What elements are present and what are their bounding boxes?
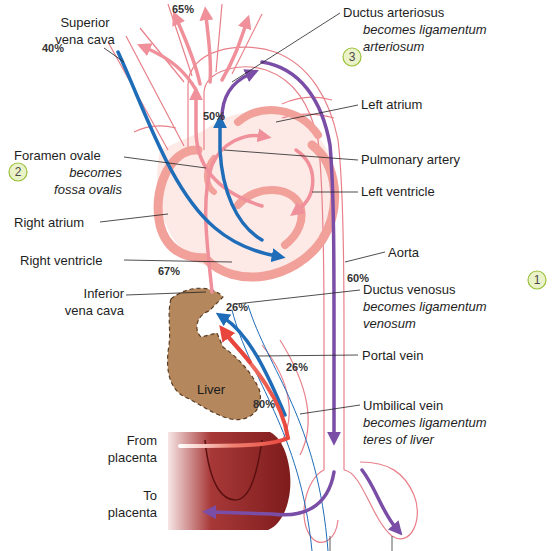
fate-note: becomes ligamentum venosum bbox=[363, 298, 493, 332]
placenta-fold bbox=[205, 440, 262, 500]
part-label: Inferior vena cava bbox=[58, 285, 124, 319]
placenta bbox=[168, 432, 290, 530]
vena-cava-wall bbox=[126, 36, 184, 146]
flow-arrow bbox=[206, 16, 211, 82]
flow-arrow bbox=[146, 48, 196, 90]
flow-arrow bbox=[220, 124, 262, 240]
leader-line bbox=[124, 260, 232, 262]
leader-line bbox=[232, 13, 340, 82]
cut-line bbox=[392, 536, 393, 551]
percentage-label: 80% bbox=[253, 398, 275, 410]
flow-arrow bbox=[212, 472, 334, 515]
leader-line bbox=[236, 290, 360, 304]
leader-line bbox=[224, 150, 358, 160]
head-artery-wall bbox=[216, 4, 222, 72]
part-label: Ductus venosus bbox=[363, 281, 456, 298]
fate-note: becomes ligamentum teres of liver bbox=[363, 414, 493, 448]
oxygenated-flow bbox=[146, 16, 313, 292]
heart-body bbox=[157, 111, 339, 278]
part-label: Ductus arteriosus bbox=[343, 4, 444, 21]
percentage-label: 26% bbox=[286, 361, 308, 373]
callout-number: 1 bbox=[527, 270, 547, 290]
percentage-label: 40% bbox=[42, 42, 64, 54]
callout-circle bbox=[343, 48, 361, 66]
fate-note: becomes fossa ovalis bbox=[42, 164, 122, 198]
percentage-label: 67% bbox=[158, 265, 180, 277]
part-label: Left ventricle bbox=[361, 183, 435, 200]
percentage-label: 26% bbox=[226, 301, 248, 313]
left-atrium-wall bbox=[238, 110, 318, 135]
flow-arrow bbox=[177, 20, 200, 84]
umbilical-vein-wall bbox=[280, 340, 308, 455]
callout-number: 2 bbox=[8, 162, 28, 182]
vein-wall bbox=[248, 305, 328, 551]
leader-line bbox=[300, 405, 360, 414]
cut-lines bbox=[330, 536, 392, 551]
callout-number: 2 bbox=[8, 162, 28, 182]
flow-arrow bbox=[222, 74, 250, 118]
part-label: Portal vein bbox=[362, 347, 423, 364]
part-label: Aorta bbox=[388, 244, 419, 261]
percentage-label: 50% bbox=[203, 110, 225, 122]
part-label: Foramen ovale bbox=[14, 147, 101, 164]
part-label: Right atrium bbox=[14, 214, 84, 231]
umbilical-artery-loop bbox=[344, 462, 417, 539]
flow-arrow bbox=[222, 24, 246, 80]
callout-number: 3 bbox=[342, 47, 362, 67]
heart-walls bbox=[158, 110, 335, 277]
inferior-vena-cava-walls bbox=[232, 305, 328, 551]
part-label: Pulmonary artery bbox=[361, 151, 460, 168]
leader-line bbox=[100, 214, 168, 222]
pulmonary-branch bbox=[282, 114, 334, 118]
organ-label: Liver bbox=[197, 381, 247, 398]
part-label: Right ventricle bbox=[20, 252, 102, 269]
callout-circle bbox=[528, 271, 546, 289]
leader-line bbox=[276, 105, 358, 122]
right-atrium-wall bbox=[158, 150, 205, 258]
part-label: To placenta bbox=[95, 487, 157, 521]
callout-circle bbox=[9, 163, 27, 181]
leader-lines bbox=[100, 13, 385, 414]
head-artery-wall bbox=[140, 28, 184, 82]
liver-organ: Liver bbox=[165, 285, 265, 425]
ventricle-wall bbox=[205, 145, 335, 277]
head-artery-wall bbox=[232, 14, 262, 74]
percentage-label: 65% bbox=[172, 3, 194, 15]
flow-arrow bbox=[262, 62, 334, 436]
flow-arrow bbox=[196, 96, 262, 206]
pulmonary-branch bbox=[134, 126, 176, 132]
leader-line bbox=[104, 48, 124, 62]
flow-arrow bbox=[118, 52, 276, 256]
pulmonary-branch bbox=[282, 97, 332, 104]
liver-shape bbox=[168, 288, 261, 419]
part-label: Umbilical vein bbox=[363, 397, 443, 414]
leader-line bbox=[124, 157, 206, 168]
umbilical-artery-loop bbox=[304, 470, 338, 542]
flow-arrow bbox=[296, 150, 313, 210]
leader-line bbox=[345, 252, 385, 262]
foramen-ovale-flap bbox=[207, 158, 214, 192]
flow-arrow bbox=[362, 470, 396, 528]
callout-number: 3 bbox=[342, 47, 362, 67]
part-label: Left atrium bbox=[361, 96, 422, 113]
part-label: From placenta bbox=[95, 432, 157, 466]
cut-line bbox=[330, 536, 331, 551]
vein-wall bbox=[232, 310, 312, 551]
fate-note: becomes ligamentum arteriosum bbox=[363, 21, 493, 55]
callout-number: 1 bbox=[527, 270, 547, 290]
flow-arrow bbox=[206, 135, 262, 292]
vena-cava-wall bbox=[108, 42, 168, 150]
leader-line bbox=[312, 192, 358, 193]
liver-shape bbox=[165, 285, 265, 425]
leader-line bbox=[258, 355, 358, 356]
ventricular-septum bbox=[238, 190, 302, 245]
